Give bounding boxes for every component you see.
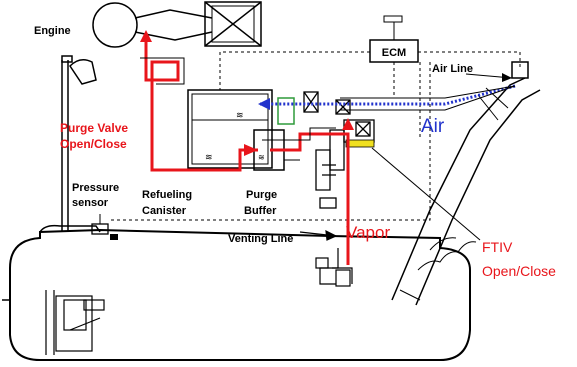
air-line	[258, 84, 516, 111]
pressure-sensor	[91, 214, 118, 240]
buffer-arrow	[244, 144, 258, 156]
pressure-sensor-label-2: sensor	[72, 197, 109, 209]
svg-text:≋: ≋	[258, 153, 265, 162]
canister-label-1: Refueling	[142, 189, 192, 201]
engine-label: Engine	[34, 25, 71, 37]
venting-line	[299, 229, 353, 287]
fuel-tank	[2, 224, 471, 361]
ecm-module: ECM	[369, 15, 419, 63]
ecm-label: ECM	[382, 47, 406, 59]
air-line-label: Air Line	[432, 63, 473, 75]
refueling-canister: ≋ ≋	[187, 89, 273, 169]
pipe-outlines	[140, 57, 336, 161]
ftiv-valve-assembly	[315, 99, 375, 209]
svg-text:≋: ≋	[236, 111, 244, 121]
vapor-label: Vapor	[346, 223, 390, 242]
ftiv-label-1: FTIV	[482, 239, 513, 255]
ftiv-label-2: Open/Close	[482, 263, 556, 279]
filler-neck	[391, 61, 541, 306]
buffer-label-1: Purge	[246, 189, 277, 201]
signal-wires	[110, 51, 521, 221]
canister-label-2: Canister	[142, 205, 187, 217]
fuel-sender-unit	[45, 290, 105, 355]
vapor-up-arrow	[342, 118, 354, 130]
ftiv-yellow-valve	[345, 139, 375, 148]
pressure-sensor-label-1: Pressure	[72, 182, 119, 194]
buffer-label-2: Buffer	[244, 205, 277, 217]
air-filter-box	[277, 97, 295, 125]
svg-text:≋: ≋	[205, 153, 213, 163]
engine-assembly	[61, 1, 262, 232]
purge-valve-label-2: Open/Close	[60, 137, 127, 151]
venting-line-label: Venting Line	[228, 233, 293, 245]
air-label: Air	[421, 116, 445, 137]
purge-valve-label-1: Purge Valve	[60, 121, 128, 135]
engine-arrow	[140, 30, 152, 42]
air-valve	[303, 91, 319, 113]
